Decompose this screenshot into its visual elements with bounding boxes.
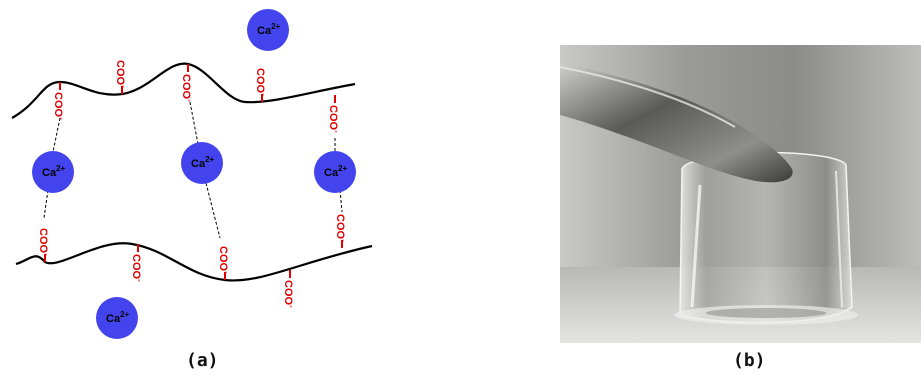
carboxylate-group: COO- — [217, 246, 231, 280]
ionic-bonds — [43, 101, 343, 239]
carboxylate-group: COO- — [327, 95, 341, 133]
svg-text:COO-: COO- — [130, 254, 144, 282]
carboxylate-group: COO- — [254, 68, 268, 102]
svg-text:COO-: COO- — [282, 280, 296, 308]
carboxylate-group: COO- — [334, 214, 348, 248]
polymer-chain-bottom — [15, 242, 373, 282]
hydrogel-photo — [560, 45, 921, 343]
calcium-ion: Ca2+ — [181, 142, 223, 184]
svg-text:COO-: COO- — [114, 60, 128, 88]
svg-text:COO-: COO- — [334, 214, 348, 242]
svg-text:COO-: COO- — [52, 92, 66, 120]
svg-text:COO-: COO- — [180, 74, 194, 102]
svg-text:COO-: COO- — [37, 228, 51, 256]
carboxylate-groups: COO- COO- COO- COO- COO- COO- COO- COO- COO- COO- — [37, 60, 348, 308]
calcium-ion: Ca2+ — [314, 151, 356, 193]
svg-text:COO-: COO- — [327, 105, 341, 133]
svg-text:COO-: COO- — [217, 246, 231, 274]
calcium-ion: Ca2+ — [247, 9, 289, 51]
carboxylate-group: COO- — [114, 60, 128, 94]
caption-b: (b) — [733, 350, 766, 371]
carboxylate-group: COO- — [180, 64, 194, 102]
alginate-crosslink-diagram: COO-COO-COO-COO-COO-COO-COO-COO-COO-COO-… — [11, 9, 373, 339]
caption-a: (a) — [186, 350, 219, 371]
carboxylate-group: COO- — [37, 228, 51, 262]
carboxylate-group: COO- — [282, 270, 296, 308]
carboxylate-group: COO- — [52, 82, 66, 120]
calcium-ions: Ca2+ Ca2+ Ca2+ Ca2+ Ca2+ — [32, 9, 356, 339]
svg-text:COO-: COO- — [254, 68, 268, 96]
carboxylate-group: COO- — [130, 244, 144, 282]
calcium-ion: Ca2+ — [96, 297, 138, 339]
calcium-ion: Ca2+ — [32, 151, 74, 193]
